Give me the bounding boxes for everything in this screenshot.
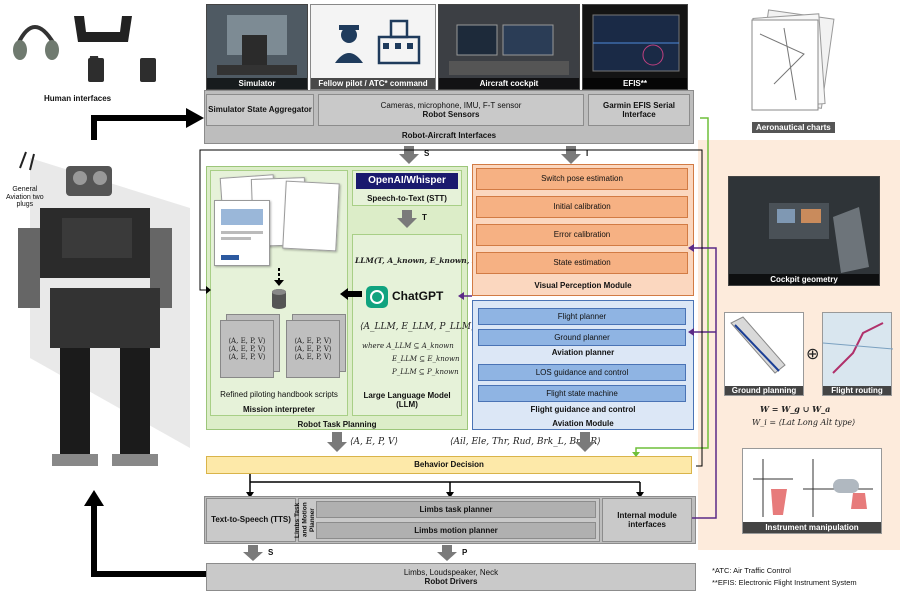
llm-box [352,234,462,416]
llm-expression: LLM(T, A_known, E_known, P_known) [355,256,513,265]
cockpit-panel-icon [449,24,569,75]
handbook-doc-front [214,200,270,266]
robot-sensors-list: Cameras, microphone, IMU, F-T sensor [380,100,522,110]
arrow-s-label: S [424,149,430,158]
instrument-diagram-icon [753,459,873,517]
flight-guidance-title: Flight guidance and control [530,405,636,414]
arrow-s2-down [243,545,263,561]
ground-planner: Ground planner [478,329,686,346]
cockpit-geometry-photo: Cockpit geometry [728,176,880,286]
arrow-to-interfaces [91,108,204,140]
visual-perception-title: Visual Perception Module [534,281,632,290]
arrow-t-label: T [422,213,427,222]
los-guidance: LOS guidance and control [478,364,686,381]
flight-routing-map-icon [822,322,894,374]
behavior-distribution-arrows [246,474,644,498]
aircraft-cockpit-photo: Aircraft cockpit [438,4,580,90]
arrow-from-drivers [84,490,206,577]
instrument-manipulation-caption: Instrument manipulation [743,522,881,533]
llm-where-3: P_LLM ⊆ P_known [392,368,459,376]
aviation-module-title: Aviation Module [552,419,614,428]
robot-task-planning-title: Robot Task Planning [297,420,377,429]
efis-caption: EFIS** [583,78,687,89]
arrow-s2-label: S [268,548,274,557]
state-estimation: State estimation [476,252,688,274]
robot-drivers: Limbs, Loudspeaker, Neck Robot Drivers [206,563,696,591]
llm-where-2: E_LLM ⊆ E_known [392,355,460,363]
robot-sensors: Cameras, microphone, IMU, F-T sensor Rob… [318,94,584,126]
fellow-pilot-caption: Fellow pilot / ATC* command [311,78,435,89]
tts-box: Text-to-Speech (TTS) [206,498,296,542]
llm-output-tuple: ⟨A_LLM, E_LLM, P_LLM, V⟩ [360,322,487,332]
openai-whisper-badge: OpenAI/Whisper [356,173,458,189]
oplus-symbol: ⊕ [806,344,820,363]
robot-sensors-title: Robot Sensors [422,110,480,119]
headset-yoke-pedals-icon [13,16,156,82]
flight-state-machine: Flight state machine [478,385,686,402]
switch-pose-estimation: Switch pose estimation [476,168,688,190]
humanoid-robot-icon [18,151,190,466]
flight-routing-caption: Flight routing [823,386,891,395]
aircraft-cockpit-caption: Aircraft cockpit [439,78,579,89]
human-interfaces-label: Human interfaces [44,94,112,103]
limbs-motion-planner: Limbs motion planner [316,522,596,539]
arrow-i-label: I [586,149,589,158]
footnote-efis: **EFIS: Electronic Flight Instrument Sys… [712,578,857,587]
ground-planning-caption: Ground planning [725,386,803,395]
internal-module-interfaces: Internal module interfaces [602,498,692,542]
arrow-p-down [437,545,457,561]
arrow-aepv-down [327,432,347,452]
stt-title: Speech-to-Text (STT) [367,194,447,203]
limbs-task-planner: Limbs task planner [316,501,596,518]
ground-planning-map-icon [730,316,786,374]
chatgpt-label: ChatGPT [392,289,444,303]
aepv-output: ⟨A, E, P, V⟩ [350,437,398,447]
pilot-and-tower-icon [335,19,421,65]
arrow-llm-to-mission [340,288,362,300]
llm-title: Large Language Model (LLM) [363,391,451,409]
script-stack-right: ⟨A, E, P, V⟩ ⟨A, E, P, V⟩ ⟨A, E, P, V⟩ [286,320,340,378]
cockpit-point-cloud-icon [769,203,869,273]
ground-planning-image: Ground planning [724,312,804,396]
waypoint-tuple: W_i = ⟨Lat Long Alt type⟩ [752,418,856,427]
robot-drivers-list: Limbs, Loudspeaker, Neck [403,567,499,577]
database-icon [272,268,286,309]
mission-interpreter-title: Mission interpreter [242,405,315,414]
initial-calibration: Initial calibration [476,196,688,218]
garmin-efis-interface: Garmin EFIS Serial Interface [588,94,690,126]
control-output: ⟨Ail, Ele, Thr, Rud, Brk_L, Brk_R⟩ [450,437,601,447]
script-stack-left: ⟨A, E, P, V⟩ ⟨A, E, P, V⟩ ⟨A, E, P, V⟩ [220,320,274,378]
flight-routing-image: Flight routing [822,312,894,396]
error-calibration: Error calibration [476,224,688,246]
simulator-photo: Simulator [206,4,308,90]
efis-display-icon [592,14,680,72]
refined-scripts-label: Refined piloting handbook scripts [220,390,338,399]
simulator-illustration-icon [217,15,297,75]
arrow-t-down [397,210,417,228]
aeronautical-charts-icon [751,9,835,111]
waypoints-union: W = W_g ∪ W_a [760,404,831,414]
footnote-atc: *ATC: Air Traffic Control [712,566,791,575]
behavior-decision: Behavior Decision [206,456,692,474]
efis-photo: EFIS** [582,4,688,90]
simulator-caption: Simulator [207,78,307,89]
general-aviation-label: General Aviation two plugs [6,186,44,209]
arrow-p-label: P [462,548,468,557]
llm-where-1: where A_LLM ⊆ A_known [362,342,454,350]
aeronautical-charts-label: Aeronautical charts [752,122,835,133]
fellow-pilot-panel: Fellow pilot / ATC* command [310,4,436,90]
chatgpt-logo-icon [366,286,388,308]
flight-planner: Flight planner [478,308,686,325]
cockpit-geometry-caption: Cockpit geometry [729,274,879,285]
robot-drivers-title: Robot Drivers [424,577,478,586]
aviation-planner-title: Aviation planner [551,348,615,357]
instrument-manipulation-image: Instrument manipulation [742,448,882,534]
handbook-cover-icon [221,209,263,260]
robot-aircraft-title: Robot-Aircraft Interfaces [401,131,497,140]
arrow-controls-down [575,432,595,452]
simulator-state-aggregator: Simulator State Aggregator [206,94,314,126]
